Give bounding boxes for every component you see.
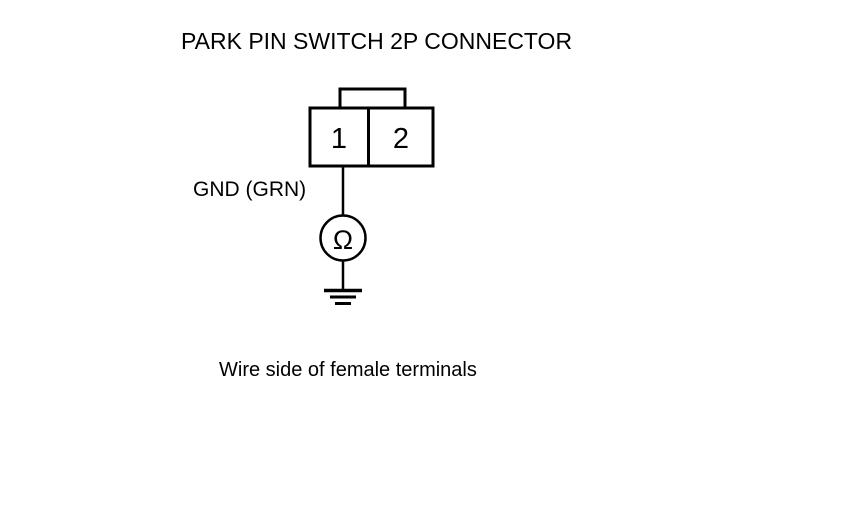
diagram-caption: Wire side of female terminals [219,359,477,381]
ohmmeter-symbol-icon: Ω [333,225,353,255]
connector-body [308,106,435,168]
connector-pin-2-label: 2 [393,123,409,155]
page-title: PARK PIN SWITCH 2P CONNECTOR [181,28,572,54]
connector-pin-1-label: 1 [331,123,347,155]
connector-lock-tab [338,87,407,108]
wire-label-gnd: GND (GRN) [193,178,306,201]
